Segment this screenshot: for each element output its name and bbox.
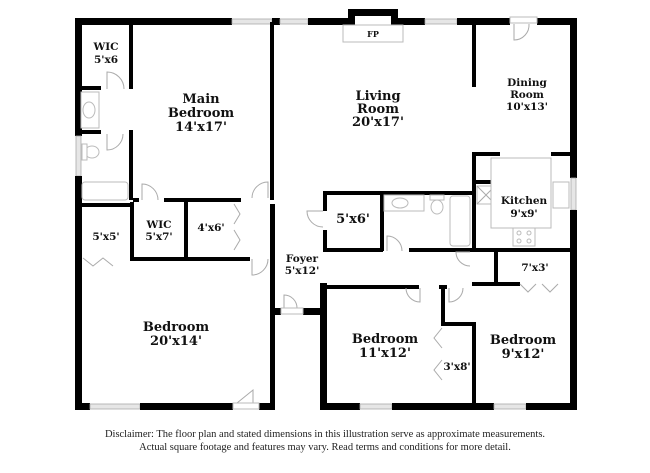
room-closet-3x8: 3'x8' bbox=[443, 361, 470, 373]
svg-text:4'x6': 4'x6' bbox=[197, 222, 224, 234]
svg-text:Dining: Dining bbox=[507, 77, 547, 89]
fireplace-label: FP bbox=[367, 29, 379, 39]
room-main-wic: WIC 5'x6 bbox=[92, 41, 118, 66]
sink-icon bbox=[391, 197, 409, 209]
room-closet-4x6: 4'x6' bbox=[197, 222, 224, 234]
stove-icon bbox=[512, 227, 536, 247]
room-wic-2: WIC 5'x7' bbox=[145, 219, 172, 243]
svg-text:Bedroom: Bedroom bbox=[168, 106, 235, 121]
room-closet-5x5: 5'x5' bbox=[92, 231, 119, 243]
svg-text:Room: Room bbox=[357, 102, 399, 117]
disclaimer-line-2: Actual square footage and features may v… bbox=[139, 442, 511, 453]
svg-text:Room: Room bbox=[510, 89, 544, 101]
disclaimer-line-1: Disclaimer: The floor plan and stated di… bbox=[104, 429, 546, 440]
room-labels: WIC 5'x6 Main Bedroom 14'x17' Living Roo… bbox=[92, 41, 556, 373]
bathtub-icon bbox=[449, 195, 471, 247]
room-dining-room: Dining Room 10'x13' bbox=[506, 77, 548, 113]
svg-text:9'x9': 9'x9' bbox=[510, 208, 537, 220]
svg-text:Living: Living bbox=[355, 89, 400, 104]
fixtures bbox=[80, 91, 570, 247]
sink-icon bbox=[82, 101, 96, 119]
svg-text:Kitchen: Kitchen bbox=[501, 195, 548, 207]
svg-text:5'x7': 5'x7' bbox=[145, 231, 172, 243]
svg-text:5'x6: 5'x6 bbox=[94, 54, 118, 66]
bathtub-icon bbox=[81, 181, 129, 201]
svg-text:20'x14': 20'x14' bbox=[150, 334, 202, 349]
svg-text:5'x5': 5'x5' bbox=[92, 231, 119, 243]
svg-text:20'x17': 20'x17' bbox=[352, 115, 404, 130]
svg-text:3'x8': 3'x8' bbox=[443, 361, 470, 373]
svg-text:WIC: WIC bbox=[92, 41, 118, 53]
toilet-icon bbox=[430, 199, 444, 215]
svg-text:Bedroom: Bedroom bbox=[352, 332, 419, 347]
sink-icon bbox=[552, 181, 570, 209]
svg-text:9'x12': 9'x12' bbox=[502, 347, 545, 362]
svg-text:Bedroom: Bedroom bbox=[490, 333, 557, 348]
doors bbox=[82, 16, 559, 410]
room-foyer: Foyer 5'x12' bbox=[285, 253, 320, 277]
room-closet-5x6: 5'x6' bbox=[336, 212, 370, 227]
room-main-bedroom: Main Bedroom 14'x17' bbox=[168, 92, 235, 135]
svg-text:Main: Main bbox=[182, 92, 220, 107]
fireplace: FP bbox=[342, 24, 404, 43]
interior-walls bbox=[79, 22, 573, 407]
svg-text:5'x12': 5'x12' bbox=[285, 265, 320, 277]
room-bedroom-large: Bedroom 20'x14' bbox=[143, 320, 210, 349]
room-bedroom-mid: Bedroom 11'x12' bbox=[352, 332, 419, 361]
room-living-room: Living Room 20'x17' bbox=[352, 89, 404, 130]
svg-text:Foyer: Foyer bbox=[286, 253, 319, 265]
exterior-walls bbox=[75, 9, 577, 410]
svg-text:WIC: WIC bbox=[145, 219, 171, 231]
room-closet-7x3: 7'x3' bbox=[521, 262, 548, 274]
svg-text:14'x17': 14'x17' bbox=[175, 120, 227, 135]
svg-text:10'x13': 10'x13' bbox=[506, 101, 548, 113]
svg-text:5'x6': 5'x6' bbox=[336, 212, 370, 227]
room-bedroom-small: Bedroom 9'x12' bbox=[490, 333, 557, 362]
room-kitchen: Kitchen 9'x9' bbox=[501, 195, 548, 220]
svg-text:7'x3': 7'x3' bbox=[521, 262, 548, 274]
svg-text:11'x12': 11'x12' bbox=[359, 346, 411, 361]
svg-text:Bedroom: Bedroom bbox=[143, 320, 210, 335]
